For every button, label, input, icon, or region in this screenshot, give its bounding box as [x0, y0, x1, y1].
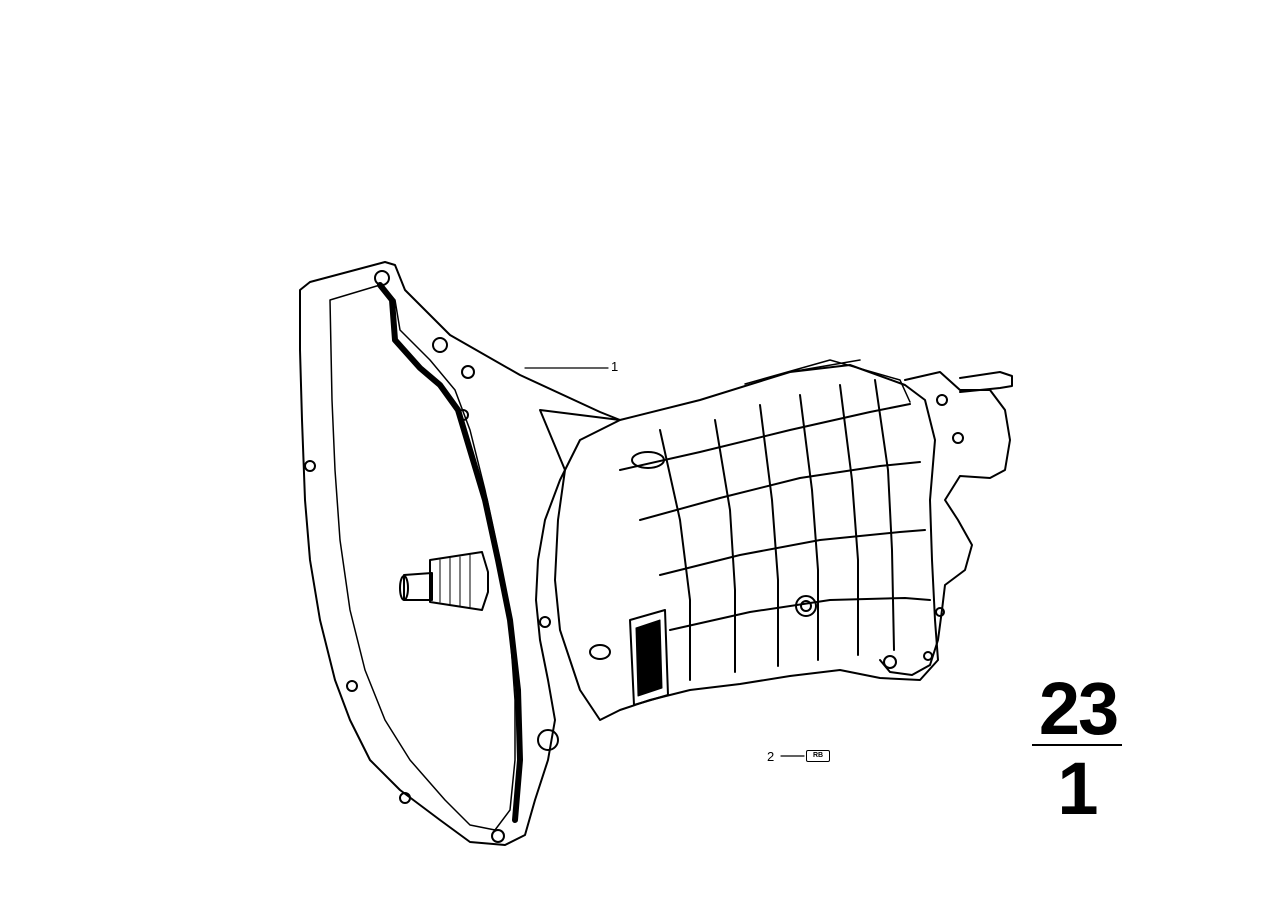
bolt-boss: [537, 729, 559, 751]
case-rib: [659, 429, 691, 681]
case-rib: [714, 419, 736, 673]
bolt-boss: [491, 829, 505, 843]
gearbox-case: [539, 364, 939, 721]
drain-plug: [795, 595, 817, 617]
case-rib: [839, 384, 859, 656]
callout-2-label: 2: [767, 749, 775, 764]
case-rib: [669, 597, 931, 631]
input-shaft-splines: [429, 551, 489, 611]
bell-housing-opening: [329, 284, 516, 831]
case-rib: [639, 461, 921, 521]
case-rib: [759, 404, 779, 667]
case-boss: [631, 451, 665, 469]
bolt-boss: [461, 365, 475, 379]
rear-housing: [879, 371, 1011, 676]
bolt-boss: [374, 270, 390, 286]
shift-rod: [959, 371, 1013, 393]
fraction-bar: [1032, 744, 1122, 746]
bolt-boss: [539, 616, 551, 628]
case-rib: [659, 529, 926, 576]
bolt-boss: [399, 792, 411, 804]
bolt-boss: [432, 337, 448, 353]
bell-housing-outline: [299, 261, 621, 846]
case-mount: [589, 644, 611, 660]
callout-1-label: 1: [611, 359, 619, 374]
input-shaft-tip: [403, 572, 433, 601]
bolt-boss: [304, 460, 316, 472]
inspection-window: [629, 609, 669, 706]
bolt-boss: [457, 409, 469, 421]
case-rib: [874, 379, 895, 651]
group-number: 23: [1038, 667, 1119, 750]
case-rib: [619, 403, 911, 471]
bolt-boss: [346, 680, 358, 692]
sub-number: 1: [1057, 747, 1099, 830]
rb-badge: RB: [806, 750, 830, 762]
bell-flange-edge: [377, 282, 523, 823]
case-rib: [799, 394, 819, 661]
